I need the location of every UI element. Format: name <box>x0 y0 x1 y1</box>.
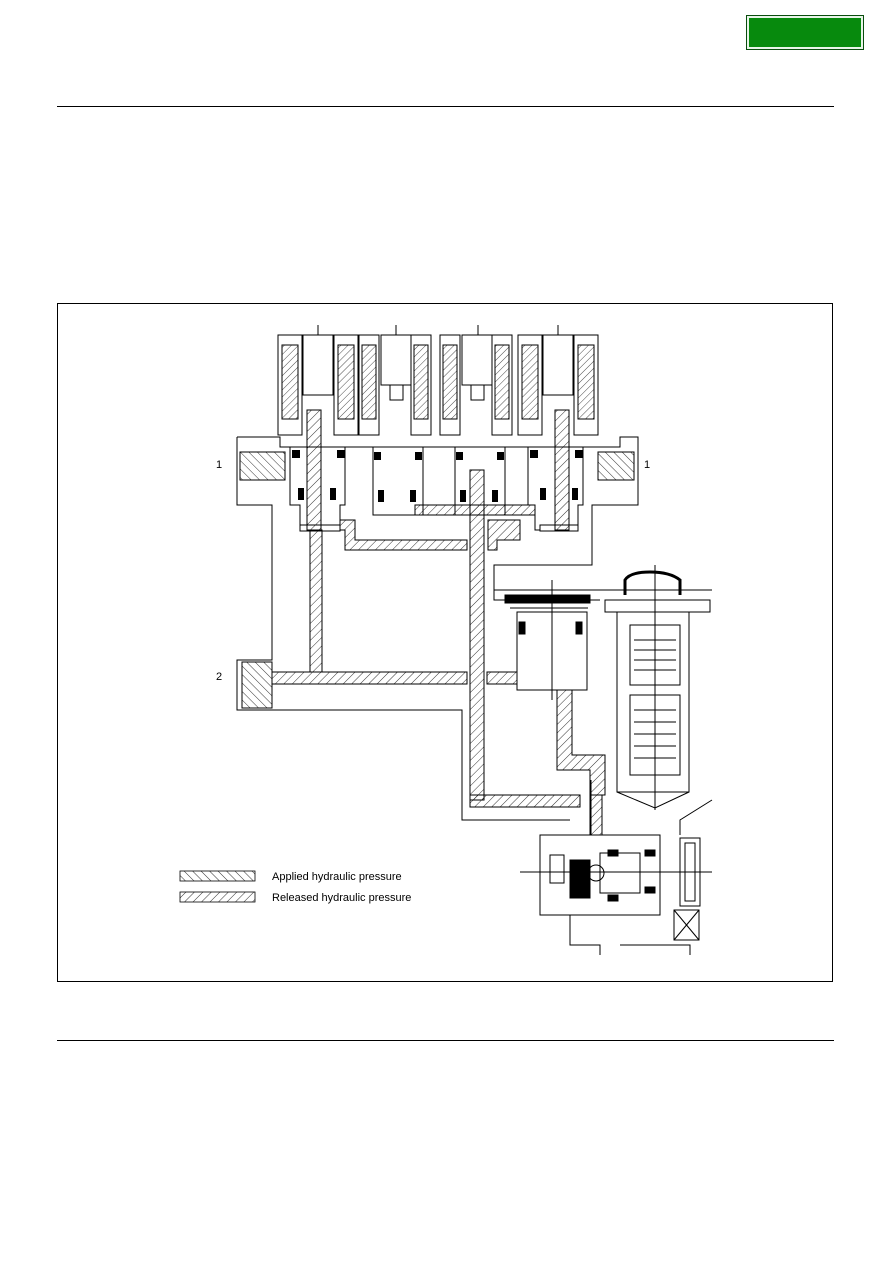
figure-frame <box>57 303 833 982</box>
footer-rule <box>57 1040 834 1041</box>
seal-elements <box>292 450 583 502</box>
callout-1-right: 1 <box>644 459 650 471</box>
solenoid-1 <box>277 325 359 436</box>
section-tab <box>746 15 864 50</box>
piston-chamber <box>504 580 591 700</box>
legend-released-label: Released hydraulic pressure <box>272 892 411 904</box>
legend-released-swatch <box>179 891 256 903</box>
solenoid-coils <box>277 325 599 436</box>
callout-2-left: 2 <box>216 671 222 683</box>
solenoid-4 <box>517 325 599 436</box>
legend-applied-swatch <box>179 870 256 882</box>
callout-1-left: 1 <box>216 459 222 471</box>
legend-applied-label: Applied hydraulic pressure <box>272 871 402 883</box>
spring-accumulator <box>604 565 713 835</box>
header-rule <box>57 106 834 107</box>
solenoid-2 <box>358 325 432 436</box>
legend: Applied hydraulic pressure Released hydr… <box>179 870 411 904</box>
released-pressure-passages <box>271 409 606 836</box>
solenoid-3 <box>439 325 513 436</box>
check-valve-block <box>520 780 712 955</box>
applied-pressure-passages <box>239 451 635 709</box>
